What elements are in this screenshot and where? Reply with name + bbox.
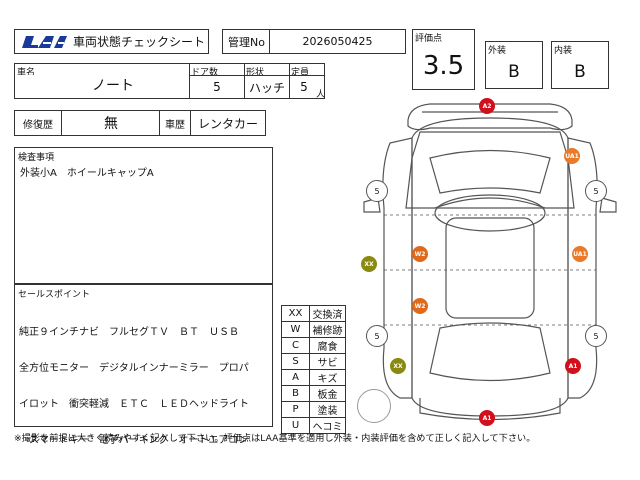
shape-value: ハッチ — [248, 80, 285, 95]
legend-code: XX — [281, 305, 310, 322]
legend-code: B — [281, 385, 310, 402]
doors-label: ドア数 — [191, 68, 219, 78]
repair-value: 無 — [104, 116, 118, 132]
interior-score-box: 内装 B — [551, 41, 609, 89]
legend-desc: 塗装 — [309, 401, 346, 418]
sales-line: 純正９インチナビ フルセグＴＶ ＢＴ ＵＳＢ — [19, 327, 239, 338]
damage-mark: UA1 — [572, 246, 588, 262]
sheet-title: 車両状態チェックシート — [73, 35, 206, 49]
damage-mark: UA1 — [564, 148, 580, 164]
overall-score-label: 評価点 — [415, 34, 443, 44]
damage-mark: XX — [361, 256, 377, 272]
exterior-score-box: 外装 B — [485, 41, 543, 89]
legend-code: C — [281, 337, 310, 354]
exterior-score-label: 外装 — [488, 46, 507, 56]
sales-line: スマートキー 電子パーキング オートエアコン — [19, 435, 249, 446]
stamp-circle — [357, 389, 391, 423]
legend-code: S — [281, 353, 310, 370]
damage-mark: XX — [390, 358, 406, 374]
capacity-label: 定員 — [291, 68, 310, 78]
inspection-box: 検査事項 外装小A ホイールキャップA — [14, 147, 273, 284]
legend-code: A — [281, 369, 310, 386]
legend-desc: 交換済 — [309, 305, 346, 322]
legend-desc: 腐食 — [309, 337, 346, 354]
car-name-label: 車名 — [17, 68, 36, 78]
vehicle-history-value: レンタカー — [197, 116, 258, 131]
overall-score-box: 評価点 3.5 — [412, 29, 475, 90]
inspection-text: 外装小A ホイールキャップA — [20, 168, 154, 179]
mgmt-no-box: 管理No 2026050425 — [222, 29, 406, 54]
damage-mark: W2 — [412, 246, 428, 262]
sales-box: セールスポイント 純正９インチナビ フルセグＴＶ ＢＴ ＵＳＢ 全方位モニター … — [14, 284, 273, 446]
footer-note: ※撮影を前提に大きく読みやすく記入して下さい。評価点はLAA基準を適用し外装・内… — [14, 433, 536, 444]
legend-desc: ヘコミ — [309, 417, 346, 434]
vehicle-history-label: 車歴 — [165, 119, 185, 131]
damage-mark: W2 — [412, 298, 428, 314]
overall-score-value: 3.5 — [422, 51, 465, 81]
tire-rear-left: 5 — [366, 325, 388, 347]
exterior-score-value: B — [508, 62, 520, 82]
inspection-label: 検査事項 — [18, 153, 55, 163]
interior-score-value: B — [574, 62, 586, 82]
capacity-unit: 人 — [316, 90, 326, 100]
sales-label: セールスポイント — [18, 290, 91, 300]
legend-code: W — [281, 321, 310, 338]
tire-rear-right: 5 — [585, 325, 607, 347]
interior-score-label: 内装 — [554, 46, 573, 56]
tire-front-left: 5 — [366, 180, 388, 202]
legend-code: P — [281, 401, 310, 418]
laa-logo-icon — [22, 36, 67, 48]
doors-value: 5 — [213, 80, 221, 94]
legend-desc: キズ — [309, 369, 346, 386]
legend-desc: 補修跡 — [309, 321, 346, 338]
car-name-value: ノート — [92, 78, 134, 94]
vehicle-box: 車名 ノート ドア数 5 形状 ハッチ 定員 5 人 — [14, 63, 326, 100]
sales-line: 全方位モニター デジタルインナーミラー プロパ — [19, 363, 249, 374]
shape-label: 形状 — [246, 68, 265, 78]
legend-desc: 板金 — [309, 385, 346, 402]
title-box: 車両状態チェックシート — [14, 29, 209, 54]
damage-mark: A1 — [565, 358, 581, 374]
car-diagram — [363, 103, 617, 421]
repair-label: 修復歴 — [23, 119, 53, 131]
damage-mark: A2 — [479, 98, 495, 114]
mgmt-no-label: 管理No — [228, 35, 265, 49]
tire-front-right: 5 — [585, 180, 607, 202]
repair-box: 修復歴 無 車歴 レンタカー — [14, 110, 266, 136]
legend-desc: サビ — [309, 353, 346, 370]
damage-mark: A1 — [479, 410, 495, 426]
capacity-value: 5 — [300, 80, 308, 94]
sales-line: イロット 衝突軽減 ＥＴＣ ＬＥＤヘッドライト — [19, 399, 249, 410]
mgmt-no-value: 2026050425 — [302, 35, 373, 48]
